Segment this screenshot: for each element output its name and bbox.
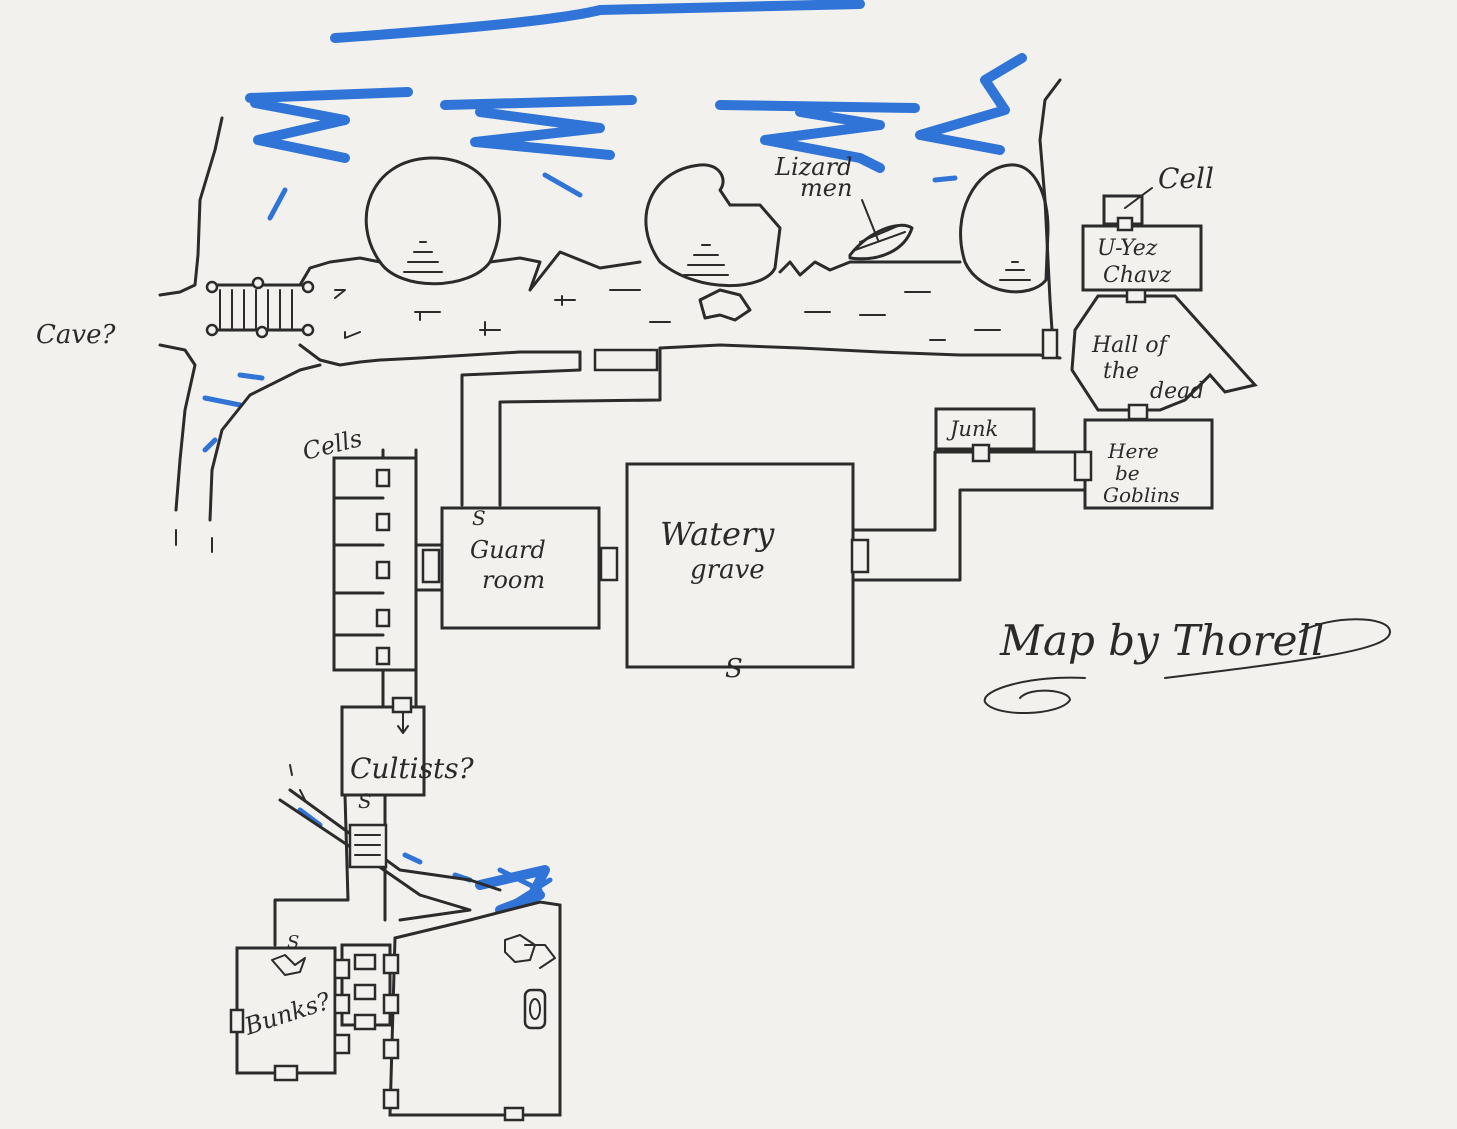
label-watery-1: Watery [660, 515, 775, 553]
label-hall-2: the [1103, 359, 1139, 384]
floor-rubble-marks [334, 289, 1001, 341]
label-guard-1: Guard [470, 536, 546, 564]
label-hall-3: dead [1150, 379, 1204, 404]
label-junk: Junk [946, 417, 998, 441]
watery-grave-room [625, 462, 855, 669]
uyez-chavz-room [1081, 224, 1203, 292]
dome-towers [364, 156, 1050, 294]
label-cultists: Cultists? [350, 752, 475, 785]
cultists-room [340, 705, 426, 797]
goblin-room [1083, 418, 1214, 510]
stairs-icon [348, 823, 388, 1031]
label-goblins-2: be [1115, 461, 1140, 485]
label-lizardmen-2: men [800, 174, 852, 202]
secret-door-cultists: S [358, 789, 372, 813]
secret-door-guard: S [472, 506, 486, 530]
label-goblins-1: Here [1107, 439, 1159, 463]
label-cell: Cell [1158, 162, 1214, 195]
river-water [202, 0, 1027, 915]
label-watery-2: grave [690, 555, 765, 585]
south-room-details [271, 934, 556, 1030]
cavern-walls [158, 78, 1062, 801]
signature-text: Map by Thorell [999, 616, 1324, 665]
secret-door-watery: S [725, 654, 743, 684]
guard-room [440, 506, 601, 630]
secret-door-bunks: S [287, 932, 299, 953]
rooms [235, 194, 1258, 1117]
label-uyez: U-Yez [1097, 236, 1158, 261]
author-signature: Map by Thorell [983, 616, 1391, 715]
doors [229, 216, 1149, 1122]
label-lizardmen-1: Lizard [774, 153, 852, 181]
corridors [273, 346, 1087, 947]
cells-block [332, 456, 418, 672]
hall-of-the-dead [1070, 294, 1258, 412]
label-hall-1: Hall of [1091, 333, 1171, 358]
large-south-room [388, 900, 562, 1117]
label-chavz: Chavz [1103, 263, 1172, 288]
boat-icon [848, 199, 914, 261]
label-cave: Cave? [36, 320, 116, 350]
label-goblins-3: Goblins [1103, 483, 1180, 507]
map-labels: Cave? Lizard men Cell U-Yez Chavz Hall o… [36, 153, 1214, 1041]
label-guard-2: room [482, 566, 545, 594]
rope-bridge [205, 276, 315, 339]
